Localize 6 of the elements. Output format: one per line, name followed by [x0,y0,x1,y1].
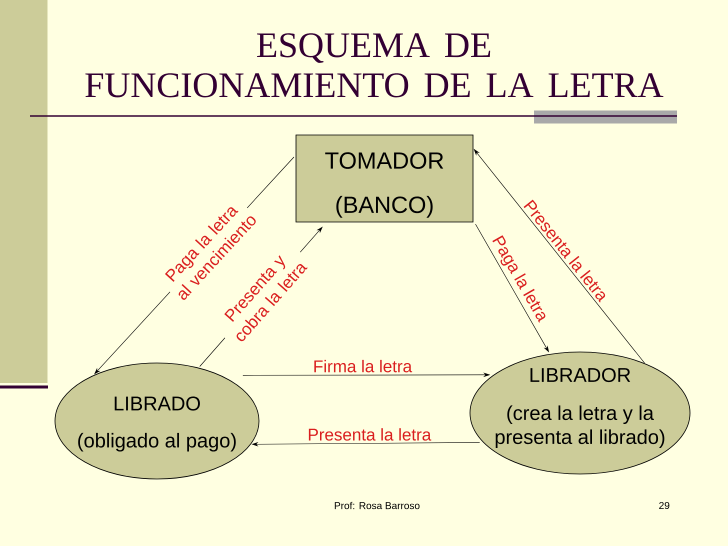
labeled-box: TOMADOR (BANCO) [296,134,474,222]
title: ESQUEMA DE FUNCIONAMIENTO DE LA LETRA [85,33,664,98]
edge-label: Presenta la letra [306,426,433,442]
page-number: 29 [659,502,670,510]
footer-text: Prof: Rosa Barroso [334,502,420,510]
edge-label: Firma la letra [311,358,414,374]
